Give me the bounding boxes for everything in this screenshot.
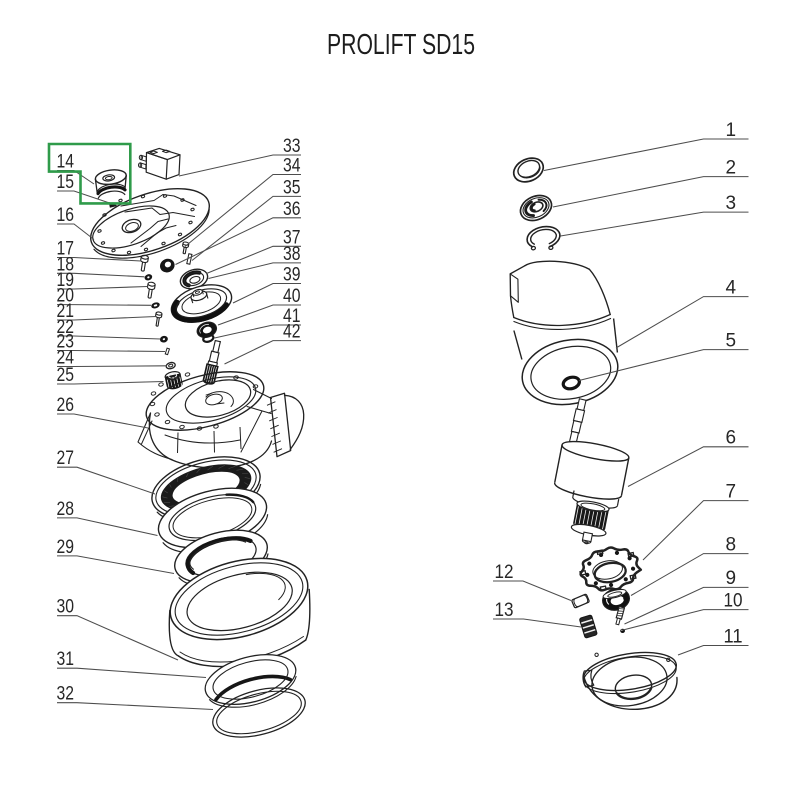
svg-text:PROLIFT SD15: PROLIFT SD15	[327, 29, 475, 61]
svg-text:33: 33	[283, 136, 301, 157]
svg-text:42: 42	[283, 322, 301, 343]
svg-text:15: 15	[57, 172, 75, 193]
svg-text:18: 18	[57, 254, 75, 275]
svg-text:23: 23	[57, 332, 75, 353]
svg-text:22: 22	[57, 317, 75, 338]
svg-text:9: 9	[726, 568, 737, 589]
svg-text:4: 4	[726, 277, 737, 298]
svg-text:26: 26	[57, 395, 75, 416]
svg-text:40: 40	[283, 286, 301, 307]
svg-text:37: 37	[283, 227, 301, 248]
svg-text:41: 41	[283, 306, 301, 327]
svg-text:10: 10	[724, 590, 743, 611]
svg-text:7: 7	[726, 481, 737, 502]
svg-text:19: 19	[57, 270, 75, 291]
svg-text:1: 1	[726, 120, 737, 141]
svg-text:36: 36	[283, 199, 301, 220]
svg-text:5: 5	[726, 330, 737, 351]
svg-text:12: 12	[495, 562, 514, 583]
svg-text:20: 20	[57, 286, 75, 307]
svg-text:39: 39	[283, 265, 301, 286]
svg-text:30: 30	[57, 597, 75, 618]
svg-text:11: 11	[724, 626, 743, 647]
svg-text:6: 6	[726, 428, 737, 449]
svg-text:2: 2	[726, 157, 737, 178]
svg-text:8: 8	[726, 534, 737, 555]
svg-text:32: 32	[57, 684, 75, 705]
svg-text:16: 16	[57, 205, 75, 226]
svg-text:38: 38	[283, 244, 301, 265]
svg-text:35: 35	[283, 177, 301, 198]
svg-text:34: 34	[283, 156, 301, 177]
svg-text:17: 17	[57, 239, 75, 260]
svg-text:29: 29	[57, 537, 75, 558]
svg-text:13: 13	[495, 600, 514, 621]
svg-text:31: 31	[57, 649, 75, 670]
svg-text:3: 3	[726, 193, 737, 214]
svg-text:14: 14	[57, 152, 75, 173]
svg-text:25: 25	[57, 365, 75, 386]
svg-text:27: 27	[57, 448, 75, 469]
svg-text:28: 28	[57, 499, 75, 520]
svg-text:21: 21	[57, 301, 75, 322]
svg-text:24: 24	[57, 348, 75, 369]
